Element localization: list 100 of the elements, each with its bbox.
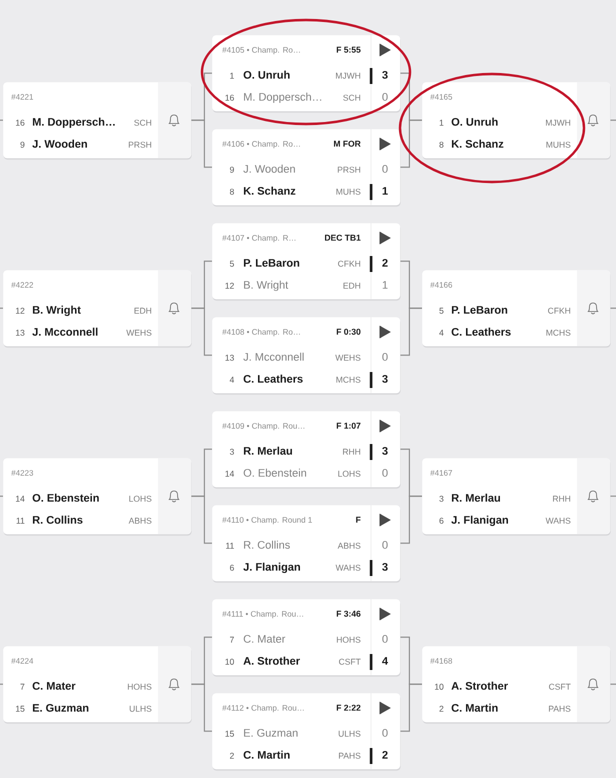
team-code: RHH (343, 448, 360, 455)
wrestler-name: K. Schanz (244, 186, 296, 195)
match-number: #4224 (11, 658, 34, 664)
connector-line (610, 496, 616, 497)
seed-number: 1 (230, 72, 234, 79)
seed-number: 8 (439, 142, 444, 148)
team-code: LOHS (129, 496, 152, 502)
wrestler-name: C. Mater (32, 682, 76, 690)
seed-number: 1 (440, 120, 444, 126)
connector-line (610, 120, 616, 121)
wrestler-name: J. Flanigan (451, 516, 508, 526)
team-code: WEHS (335, 354, 360, 361)
match-number: #4168 (430, 658, 452, 664)
wrestler-name: C. Mater (244, 634, 286, 643)
match-number: #4166 (430, 282, 452, 288)
result-text: M FOR (334, 140, 361, 147)
seed-number: 5 (230, 260, 234, 267)
wrestler-name: P. LeBaron (244, 259, 300, 267)
connector-line (191, 496, 212, 544)
seed-number: 6 (230, 564, 234, 571)
wrestler-name: R. Collins (244, 540, 290, 549)
seed-number: 2 (440, 706, 444, 712)
score: 1 (382, 281, 388, 289)
wrestler-name: B. Wright (32, 306, 81, 316)
score: 3 (382, 562, 388, 571)
connector-line (0, 684, 3, 685)
team-code: WEHS (126, 330, 152, 336)
team-code: HOHS (336, 636, 360, 643)
score: 0 (382, 728, 388, 737)
wrestler-name: O. Unruh (244, 70, 290, 79)
connector-line (400, 496, 422, 544)
team-code: WAHS (546, 518, 570, 524)
connector-line (191, 120, 212, 168)
match-title: #4110 • Champ. Round 1 (222, 516, 312, 524)
team-code: PRSH (338, 166, 360, 173)
team-code: MCHS (546, 330, 570, 336)
seed-number: 8 (230, 188, 234, 195)
team-code: MUHS (546, 142, 570, 148)
team-code: MJWH (336, 72, 360, 79)
result-text: F 0:30 (336, 328, 360, 335)
team-code: CFKH (548, 308, 570, 314)
team-code: MJWH (546, 120, 570, 126)
score: 2 (382, 258, 388, 267)
wrestler-name: O. Ebenstein (244, 468, 306, 477)
team-code: EDH (344, 282, 360, 289)
team-code: PAHS (338, 752, 360, 759)
team-code: HOHS (128, 684, 152, 690)
result-text: F (356, 516, 360, 523)
match-title: #4108 • Champ. Ro… (222, 328, 300, 336)
match-title: #4109 • Champ. Rou… (222, 422, 304, 430)
wrestler-name: C. Leathers (244, 374, 303, 383)
seed-number: 7 (230, 636, 234, 643)
seed-number: 13 (226, 354, 234, 361)
connector-line (400, 120, 422, 168)
team-code: RHH (553, 496, 570, 502)
seed-number: 12 (226, 282, 234, 289)
score: 0 (382, 352, 388, 361)
seed-number: 9 (20, 142, 24, 148)
connector-line (610, 308, 616, 309)
wrestler-name: C. Martin (452, 704, 498, 712)
wrestler-name: R. Collins (32, 516, 82, 524)
seed-number: 12 (16, 308, 24, 314)
team-code: EDH (134, 308, 152, 314)
team-code: ULHS (130, 706, 152, 712)
result-text: F 5:55 (336, 46, 361, 53)
seed-number: 9 (230, 166, 234, 173)
connector-line (0, 308, 3, 309)
team-code: CFKH (338, 260, 360, 267)
wrestler-name: J. Mcconnell (32, 328, 98, 336)
wrestler-name: E. Guzman (244, 728, 298, 737)
match-title: #4107 • Champ. R… (222, 234, 296, 242)
connector-line (400, 308, 422, 356)
match-title: #4106 • Champ. Ro… (222, 140, 300, 148)
wrestler-name: J. Flanigan (243, 562, 300, 573)
wrestler-name: A. Strother (451, 682, 508, 690)
seed-number: 4 (230, 376, 234, 383)
wrestler-name: C. Leathers (452, 328, 511, 336)
connector-line (0, 496, 3, 497)
seed-number: 14 (226, 470, 234, 477)
seed-number: 16 (226, 94, 234, 101)
connector-line (610, 684, 616, 685)
score: 0 (382, 92, 388, 101)
score: 3 (382, 374, 388, 383)
score: 0 (382, 164, 388, 173)
seed-number: 16 (16, 120, 24, 126)
seed-number: 13 (16, 330, 24, 336)
wrestler-name: K. Schanz (452, 140, 504, 148)
seed-number: 7 (20, 684, 24, 690)
match-title: #4111 • Champ. Rou… (222, 610, 304, 618)
seed-number: 4 (439, 330, 444, 336)
seed-number: 10 (435, 684, 444, 690)
seed-number: 2 (230, 752, 234, 759)
match-title: #4112 • Champ. Rou… (222, 704, 304, 712)
score: 2 (382, 750, 388, 759)
wrestler-name: P. LeBaron (452, 306, 508, 314)
team-code: ULHS (338, 730, 360, 737)
wrestler-name: B. Wright (244, 280, 288, 291)
result-text: DEC TB1 (325, 234, 361, 241)
wrestler-name: C. Martin (244, 750, 290, 759)
team-code: MUHS (336, 188, 360, 195)
